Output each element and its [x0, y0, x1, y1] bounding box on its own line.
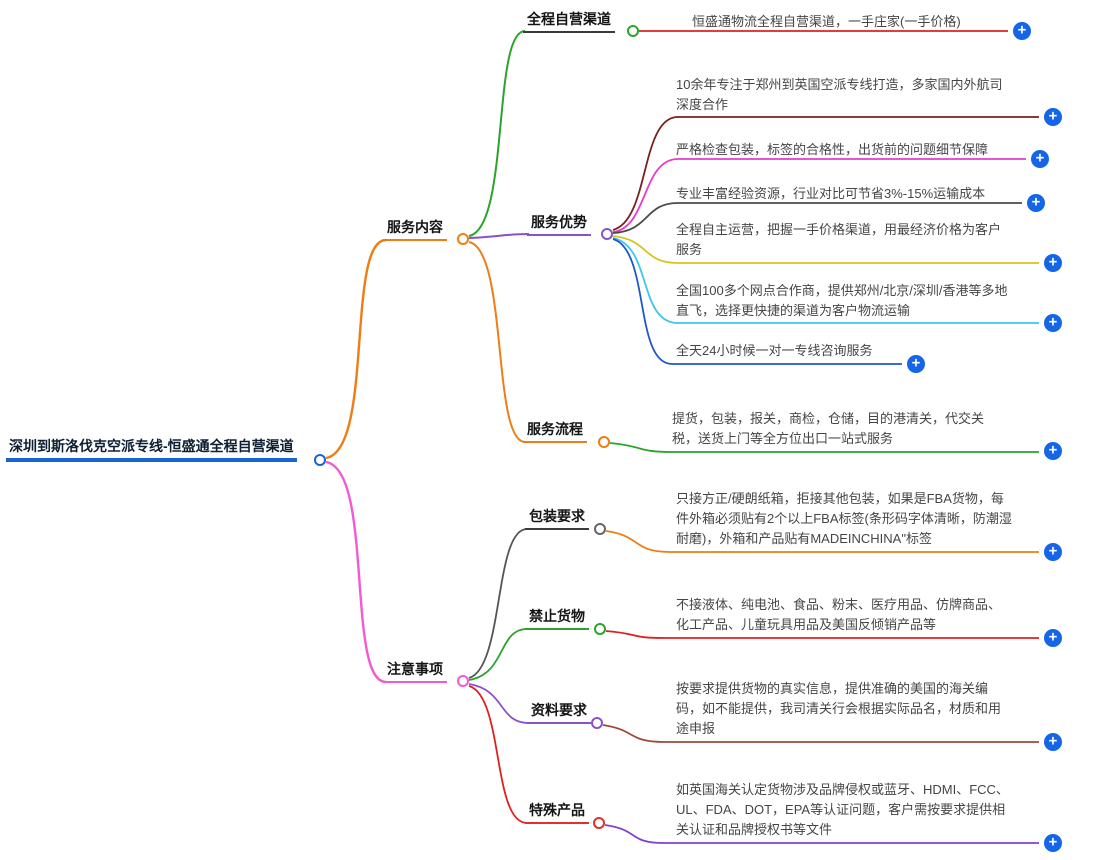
collapse-handle-documents[interactable] — [591, 717, 603, 729]
detail-special[interactable]: 如英国海关认定货物涉及品牌侵权或蓝牙、HDMI、FCC、UL、FDA、DOT，E… — [676, 782, 1009, 837]
leaf-line-adv-6 — [612, 238, 902, 365]
detail-adv-1[interactable]: 10余年专注于郑州到英国空派专线打造，多家国内外航司深度合作 — [676, 77, 1003, 112]
topic-documents[interactable]: 资料要求 — [527, 701, 591, 724]
topic-packaging[interactable]: 包装要求 — [525, 507, 589, 530]
expand-button-self-channel[interactable]: + — [1013, 22, 1031, 40]
leaf-line-packaging — [605, 530, 1039, 553]
connector-packaging — [468, 528, 528, 679]
topic-advantages[interactable]: 服务优势 — [527, 213, 591, 236]
topic-self-channel[interactable]: 全程自营渠道 — [523, 10, 615, 33]
detail-adv-6[interactable]: 全天24小时候一对一专线咨询服务 — [676, 343, 873, 358]
leaf-line-process — [609, 442, 1039, 453]
expand-button-adv-3[interactable]: + — [1027, 194, 1045, 212]
leaf-line-adv-1 — [612, 116, 1039, 231]
detail-process[interactable]: 提货，包装，报关，商检，仓储，目的港清关，代交关税，送货上门等全方位出口一站式服… — [672, 411, 985, 446]
expand-button-adv-6[interactable]: + — [907, 355, 925, 373]
detail-prohibited[interactable]: 不接液体、纯电池、食品、粉末、医疗用品、仿牌商品、化工产品、儿童玩具用品及美国反… — [676, 597, 1002, 632]
expand-button-prohibited[interactable]: + — [1044, 629, 1062, 647]
detail-adv-4[interactable]: 全程自主运营，把握一手价格渠道，用最经济价格为客户服务 — [676, 222, 1002, 257]
connector-advantages — [468, 233, 530, 239]
collapse-handle-prohibited[interactable] — [594, 623, 606, 635]
leaf-line-special — [604, 824, 1039, 844]
collapse-handle-packaging[interactable] — [594, 523, 606, 535]
detail-adv-5[interactable]: 全国100多个网点合作商，提供郑州/北京/深圳/香港等多地直飞，选择更快捷的渠道… — [676, 283, 1008, 318]
topic-process[interactable]: 服务流程 — [523, 420, 587, 443]
connector-self-channel — [468, 30, 526, 237]
collapse-handle-notes[interactable] — [457, 675, 469, 687]
connector-documents — [468, 683, 530, 724]
expand-button-adv-2[interactable]: + — [1031, 150, 1049, 168]
collapse-handle-root[interactable] — [314, 454, 326, 466]
root-topic[interactable]: 深圳到斯洛伐克空派专线-恒盛通全程自营渠道 — [6, 437, 297, 462]
expand-button-adv-5[interactable]: + — [1044, 314, 1062, 332]
connector-prohibited — [468, 628, 528, 681]
collapse-handle-process[interactable] — [598, 436, 610, 448]
collapse-handle-service-content[interactable] — [457, 233, 469, 245]
expand-button-process[interactable]: + — [1044, 442, 1062, 460]
detail-packaging[interactable]: 只接方正/硬朗纸箱，拒接其他包装，如果是FBA货物，每件外箱必须贴有2个以上FB… — [676, 491, 1012, 546]
collapse-handle-advantages[interactable] — [601, 228, 613, 240]
expand-button-documents[interactable]: + — [1044, 733, 1062, 751]
leaf-line-adv-3 — [612, 202, 1022, 234]
leaf-line-adv-5 — [612, 237, 1039, 324]
detail-adv-3[interactable]: 专业丰富经验资源，行业对比可节省3%-15%运输成本 — [676, 186, 986, 201]
collapse-handle-self-channel[interactable] — [627, 25, 639, 37]
expand-button-special[interactable]: + — [1044, 834, 1062, 852]
expand-button-adv-1[interactable]: + — [1044, 108, 1062, 126]
connector-root-service-content — [325, 238, 387, 460]
detail-adv-2[interactable]: 严格检查包装，标签的合格性，出货前的问题细节保障 — [676, 142, 989, 157]
expand-button-packaging[interactable]: + — [1044, 543, 1062, 561]
topic-prohibited[interactable]: 禁止货物 — [525, 607, 589, 630]
topic-special[interactable]: 特殊产品 — [525, 801, 589, 824]
expand-button-adv-4[interactable]: + — [1044, 254, 1062, 272]
detail-documents[interactable]: 按要求提供货物的真实信息，提供准确的美国的海关编码，如不能提供，我司清关行会根据… — [676, 681, 1002, 736]
leaf-line-prohibited — [605, 630, 1039, 639]
connector-root-notes — [325, 460, 387, 684]
leaf-line-adv-4 — [612, 235, 1039, 264]
detail-self-channel[interactable]: 恒盛通物流全程自营渠道，一手庄家(一手价格) — [692, 14, 961, 29]
topic-service-content[interactable]: 服务内容 — [383, 218, 447, 241]
leaf-line-adv-2 — [612, 158, 1026, 233]
connector-process — [468, 241, 526, 443]
collapse-handle-special[interactable] — [593, 817, 605, 829]
connector-special — [468, 685, 528, 824]
leaf-line-documents — [602, 724, 1039, 743]
topic-notes[interactable]: 注意事项 — [383, 660, 447, 683]
